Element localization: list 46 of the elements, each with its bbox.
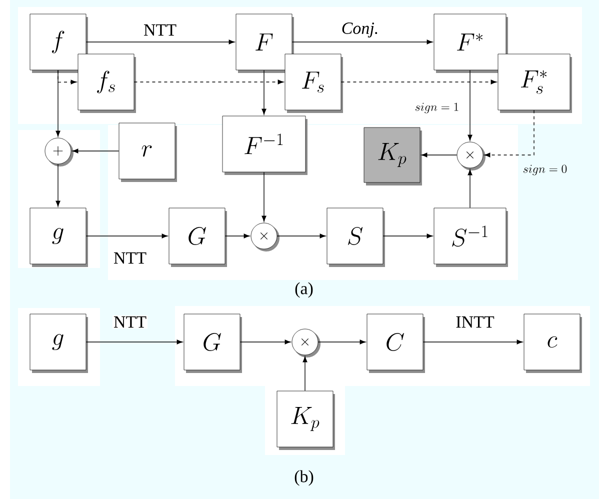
arrow	[318, 340, 366, 344]
arrow	[56, 70, 60, 137]
arrow	[56, 164, 60, 207]
process-box: $g$	[30, 314, 88, 373]
arrow	[468, 169, 472, 208]
edge-label: Conj.	[340, 22, 380, 38]
arrow	[86, 234, 168, 238]
process-box: $F_s^*$	[498, 54, 572, 113]
arrow	[86, 340, 183, 344]
process-box: $G$	[168, 208, 227, 267]
process-box: $S$	[326, 208, 385, 267]
arrow	[422, 340, 523, 344]
process-box: $F$	[236, 14, 294, 73]
arrow	[262, 172, 266, 222]
caption: (b)	[294, 470, 314, 486]
process-box: $K_p$	[276, 390, 335, 450]
process-box: $r$	[118, 122, 177, 182]
process-box: $F^{-1}$	[222, 116, 308, 175]
arrow	[302, 356, 308, 392]
arrow	[382, 234, 433, 238]
arrow	[262, 70, 266, 115]
process-box: $G$	[184, 314, 242, 373]
arrow	[276, 234, 326, 238]
process-box: $g$	[30, 208, 88, 267]
caption: (a)	[295, 282, 313, 298]
arrow	[484, 110, 534, 158]
process-box: $K_p$	[364, 127, 422, 186]
process-box: $c$	[524, 314, 582, 373]
arrow	[72, 148, 120, 154]
edge-label: INTT	[454, 315, 496, 329]
arrow	[468, 70, 472, 141]
process-box: $S^{-1}$	[434, 208, 508, 267]
process-box: $F_s$	[284, 54, 343, 113]
edge-label: $sign = 0$	[522, 164, 568, 176]
process-box: $f_s$	[78, 54, 136, 113]
edge-label: $sign = 1$	[414, 102, 460, 114]
process-box: $C$	[366, 314, 425, 373]
process-box: $f$	[30, 14, 88, 73]
arrow	[421, 152, 458, 158]
arrow	[86, 40, 235, 44]
arrow	[134, 80, 284, 84]
arrow	[340, 80, 497, 84]
arrow	[224, 234, 250, 238]
arrow	[240, 340, 291, 344]
process-box: $F^*$	[434, 14, 508, 73]
arrow	[292, 40, 433, 44]
